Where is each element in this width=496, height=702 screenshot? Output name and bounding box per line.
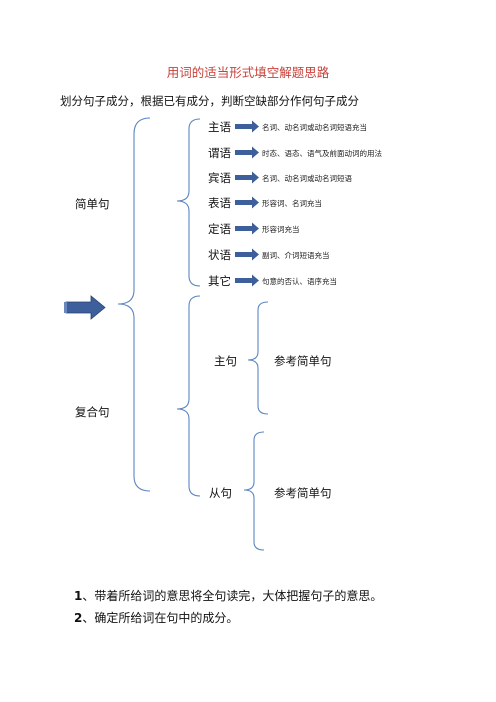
outer-brace (117, 117, 151, 492)
big-arrow-icon (64, 295, 106, 320)
complex-sentence-label: 复合句 (75, 405, 110, 419)
page-subtitle: 划分句子成分，根据已有成分，判断空缺部分作何句子成分 (60, 94, 359, 108)
simple-sentence-label: 简单句 (75, 197, 110, 211)
arrow-icon (235, 171, 259, 184)
sub-clause-label: 从句 (209, 486, 232, 500)
step-text: 、确定所给词在句中的成分。 (82, 611, 239, 625)
sub-clause-ref: 参考简单句 (274, 486, 332, 500)
page-title: 用词的适当形式填空解题思路 (166, 65, 330, 80)
step-number: 1 (74, 589, 83, 603)
step-1: 1、带着所给词的意思将全句读完，大体把握句子的意思。 (74, 587, 382, 604)
arrow-icon (235, 120, 259, 133)
role-arrows (235, 120, 259, 287)
role-label: 主语 (208, 120, 231, 134)
role-label: 状语 (208, 248, 231, 262)
main-clause-label: 主句 (214, 354, 237, 368)
role-label: 表语 (208, 196, 231, 210)
main-clause-brace (247, 301, 269, 415)
step-text: 、带着所给词的意思将全句读完，大体把握句子的意思。 (82, 589, 383, 603)
arrow-icon (235, 222, 259, 235)
arrow-icon (235, 196, 259, 209)
role-desc: 名词、动名词或动名词短语 (262, 174, 352, 183)
step-number: 2 (74, 611, 83, 625)
simple-brace (176, 118, 201, 287)
role-label: 宾语 (208, 171, 231, 185)
step-2: 2、确定所给词在句中的成分。 (74, 609, 238, 626)
role-label: 其它 (208, 274, 231, 288)
role-desc: 时态、语态、语气及前面动词的用法 (262, 149, 382, 158)
arrow-icon (235, 146, 259, 159)
role-desc: 形容词充当 (262, 225, 300, 234)
role-label: 谓语 (208, 146, 231, 160)
role-desc: 句意的否认、语序充当 (262, 277, 337, 286)
arrow-icon (235, 274, 259, 287)
role-label: 定语 (208, 222, 231, 236)
sub-clause-brace (243, 431, 265, 551)
complex-brace (176, 295, 201, 497)
role-desc: 形容词、名词充当 (262, 199, 322, 208)
arrow-icon (235, 248, 259, 261)
main-clause-ref: 参考简单句 (274, 354, 332, 368)
role-desc: 名词、动名词或动名词短语充当 (262, 123, 367, 132)
role-desc: 副词、介词短语充当 (262, 251, 330, 260)
